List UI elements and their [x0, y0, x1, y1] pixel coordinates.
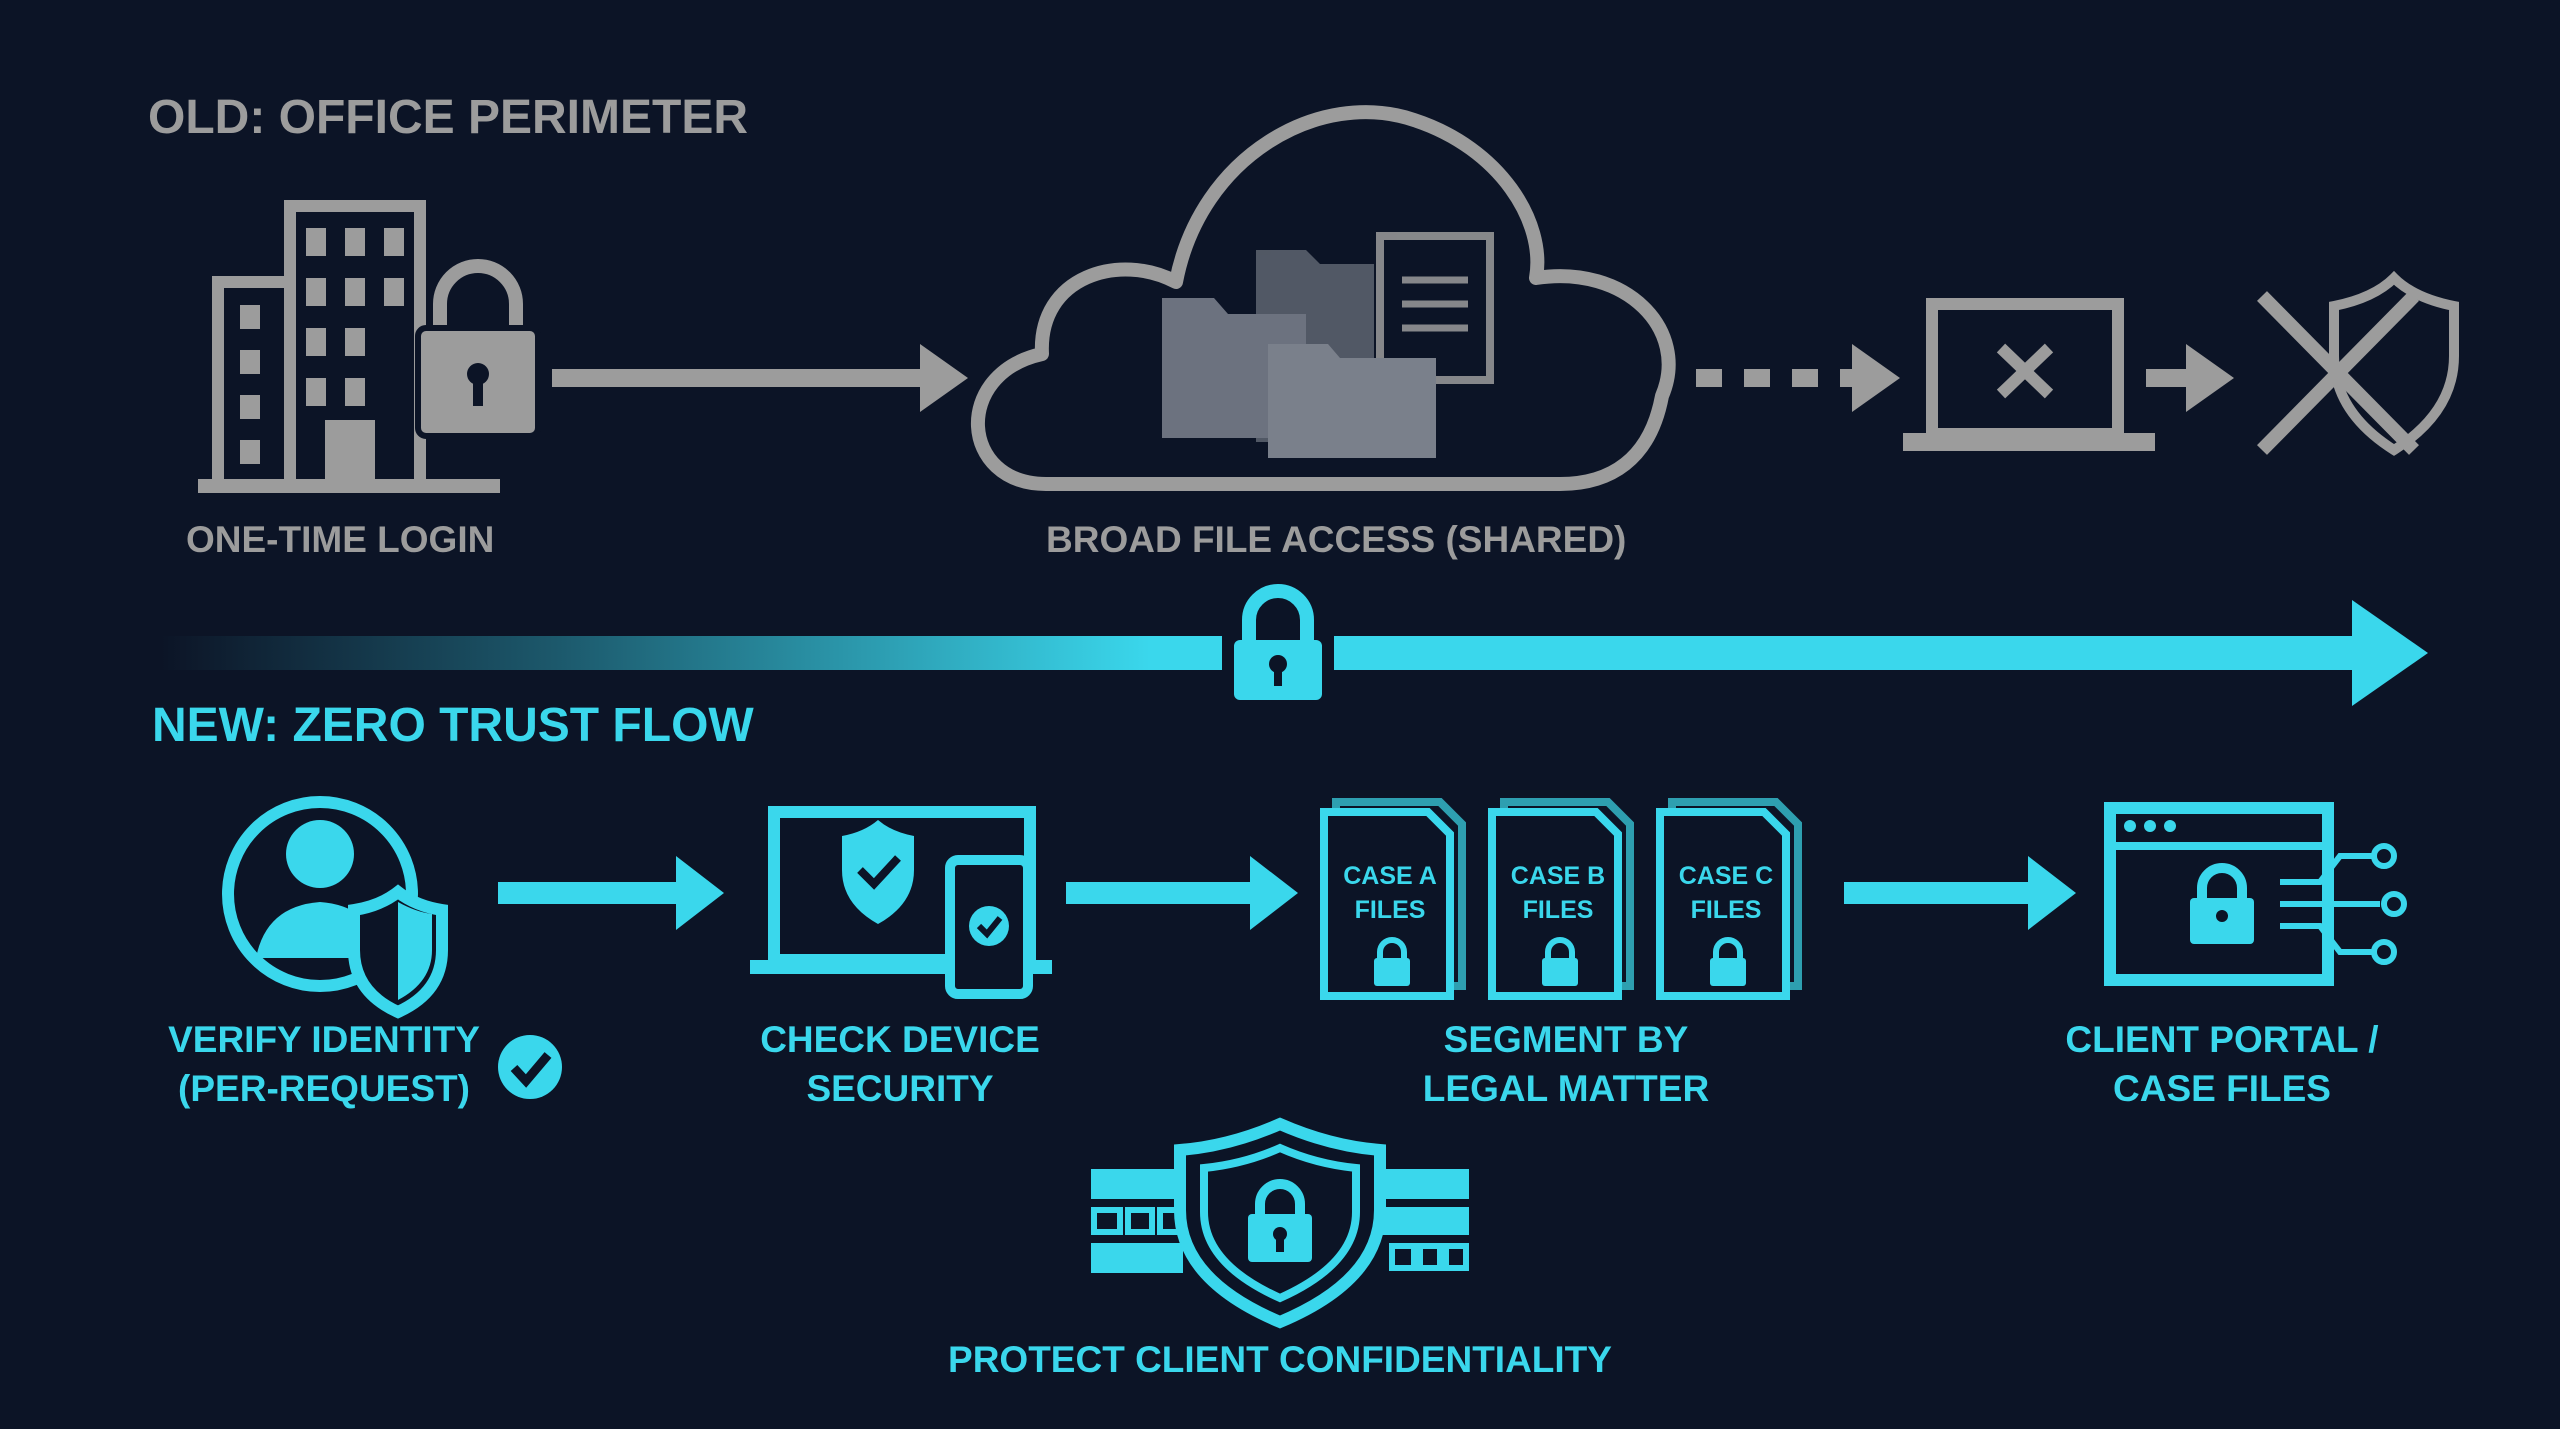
step-label-line: CASE FILES: [2113, 1067, 2331, 1109]
step-client-portal: CLIENT PORTAL / CASE FILES: [2022, 1016, 2422, 1114]
step-label-line: LEGAL MATTER: [1422, 1067, 1710, 1109]
step-label-line: (PER-REQUEST): [178, 1067, 470, 1109]
portal-lock-icon: [2104, 802, 2407, 986]
office-building-icon: [198, 200, 500, 493]
old-flow-heading: OLD: OFFICE PERIMETER: [148, 91, 748, 144]
flow-arrow-1: [498, 856, 724, 930]
case-a-line2: FILES: [1355, 896, 1426, 924]
padlock-icon: [415, 259, 541, 439]
step-label-line: VERIFY IDENTITY: [168, 1019, 480, 1060]
cloud-folders-icon: [970, 105, 1676, 491]
login-caption: ONE-TIME LOGIN: [186, 519, 495, 560]
arrow-login-to-cloud: [552, 344, 968, 412]
case-c-line2: FILES: [1691, 896, 1762, 924]
case-files-icon: CASE A FILES CASE B FILES CASE C FILES: [1320, 798, 1802, 1000]
protect-caption: PROTECT CLIENT CONFIDENTIALITY: [948, 1339, 1612, 1380]
laptop-error-icon: [1903, 298, 2155, 451]
flow-arrow-2: [1066, 856, 1298, 930]
step-check-device: CHECK DEVICE SECURITY: [700, 1016, 1100, 1114]
dashed-arrow-to-laptop: [1696, 344, 1900, 412]
cloud-caption: BROAD FILE ACCESS (SHARED): [1046, 519, 1627, 560]
step-segment-matter: SEGMENT BY LEGAL MATTER: [1366, 1016, 1766, 1114]
case-a-line1: CASE A: [1343, 862, 1437, 890]
step-label-line: CHECK DEVICE: [760, 1019, 1040, 1060]
step-verify-identity: VERIFY IDENTITY (PER-REQUEST): [124, 1016, 524, 1114]
case-card-a: CASE A FILES: [1320, 798, 1466, 1000]
step-label-line: SECURITY: [806, 1067, 994, 1109]
checkmark-icon: [498, 1035, 562, 1099]
case-c-line1: CASE C: [1679, 862, 1773, 890]
step-label-line: CLIENT PORTAL /: [2065, 1019, 2379, 1060]
case-b-line2: FILES: [1523, 896, 1594, 924]
devices-check-icon: [750, 806, 1052, 999]
arrow-to-shield: [2146, 344, 2234, 412]
new-flow-heading: NEW: ZERO TRUST FLOW: [152, 699, 754, 752]
flow-arrow-3: [1844, 856, 2076, 930]
case-card-c: CASE C FILES: [1656, 798, 1802, 1000]
broken-shield-icon: [2257, 270, 2459, 456]
divider-lock-icon: [1222, 584, 1334, 712]
firewall-shield-icon: [1091, 1117, 1469, 1329]
case-b-line1: CASE B: [1511, 862, 1605, 890]
user-shield-icon: [222, 796, 448, 1019]
step-label-line: SEGMENT BY: [1443, 1019, 1689, 1060]
case-card-b: CASE B FILES: [1488, 798, 1634, 1000]
